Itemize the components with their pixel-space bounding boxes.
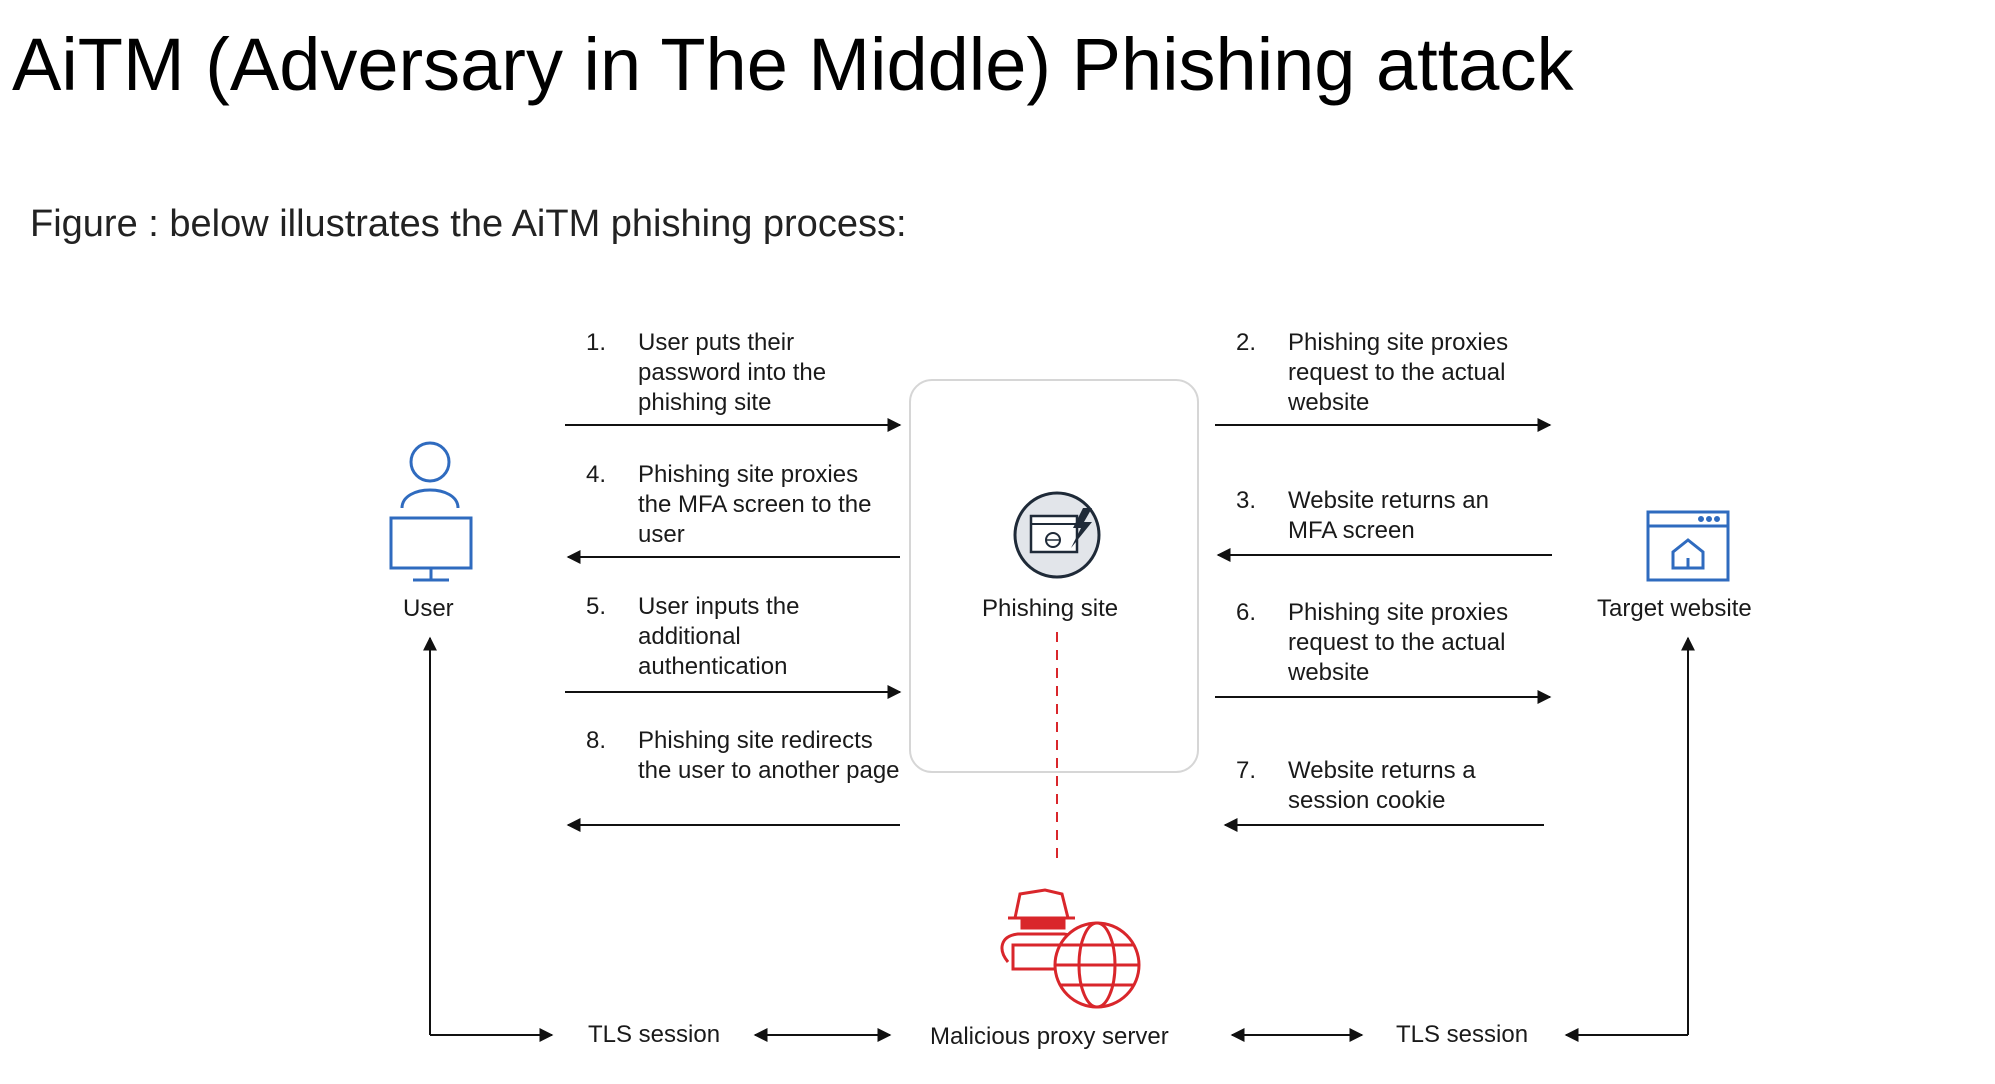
step-text: Phishing site proxies request to the act… [1288, 329, 1509, 416]
step-text: User puts their password into the phishi… [638, 329, 827, 416]
step-number: 2. [1236, 329, 1257, 356]
step-number: 6. [1236, 599, 1257, 626]
slide-subtitle: Figure : below illustrates the AiTM phis… [30, 203, 907, 245]
step-text: Website returns a session cookie [1288, 757, 1476, 814]
phishing-browser-icon [1013, 491, 1101, 579]
step-text: User inputs the additional authenticatio… [638, 593, 800, 680]
step-text: Phishing site proxies request to the act… [1288, 599, 1509, 686]
phishing-site-label: Phishing site [982, 595, 1119, 622]
step-text: Website returns an MFA screen [1288, 487, 1489, 544]
website-home-icon [1646, 510, 1730, 582]
slide-title: AiTM (Adversary in The Middle) Phishing … [12, 23, 1574, 106]
hacker-globe-icon [1000, 888, 1141, 1009]
step-number: 7. [1236, 757, 1257, 784]
tls-session-left-label: TLS session [588, 1021, 721, 1048]
tls-session-right-label: TLS session [1396, 1021, 1529, 1048]
step-text: Phishing site proxies the MFA screen to … [638, 461, 872, 548]
step-number: 4. [586, 461, 607, 488]
step-number: 8. [586, 727, 607, 754]
step-text: Phishing site redirects the user to anot… [638, 727, 900, 784]
step-number: 1. [586, 329, 607, 356]
target-website-label: Target website [1597, 595, 1752, 622]
malicious-proxy-label: Malicious proxy server [930, 1023, 1169, 1050]
step-number: 5. [586, 593, 607, 620]
user-at-computer-icon [389, 441, 473, 582]
user-label: User [403, 595, 454, 622]
step-number: 3. [1236, 487, 1257, 514]
